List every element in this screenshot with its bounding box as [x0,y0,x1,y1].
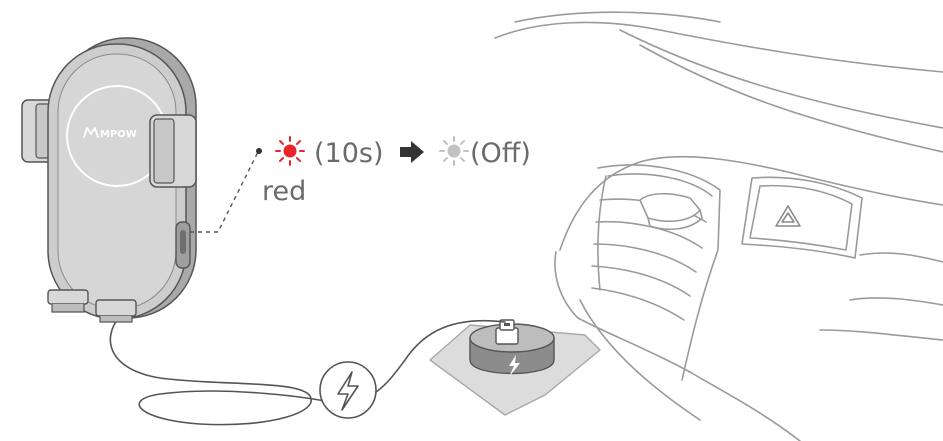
brand-logo-text: MPOW [100,129,137,140]
lightning-bolt-icon [319,361,377,419]
sun-grey-icon [439,136,469,166]
indicator-color-label: red [262,176,306,207]
indicator-off-state: (Off) [470,138,531,169]
hazard-triangle-icon [775,205,801,227]
wireless-charger-mount [21,37,197,323]
car-dashboard [494,11,943,441]
arrow-right-icon [400,141,424,163]
charger-bolt-icon [509,355,520,377]
usb-cable [109,315,506,426]
car-charger [429,319,601,416]
indicator-timing: (10s) [314,138,384,169]
mpow-logo: MPOW [83,127,137,140]
indicator-leader [190,148,262,233]
sun-red-icon [275,136,305,166]
